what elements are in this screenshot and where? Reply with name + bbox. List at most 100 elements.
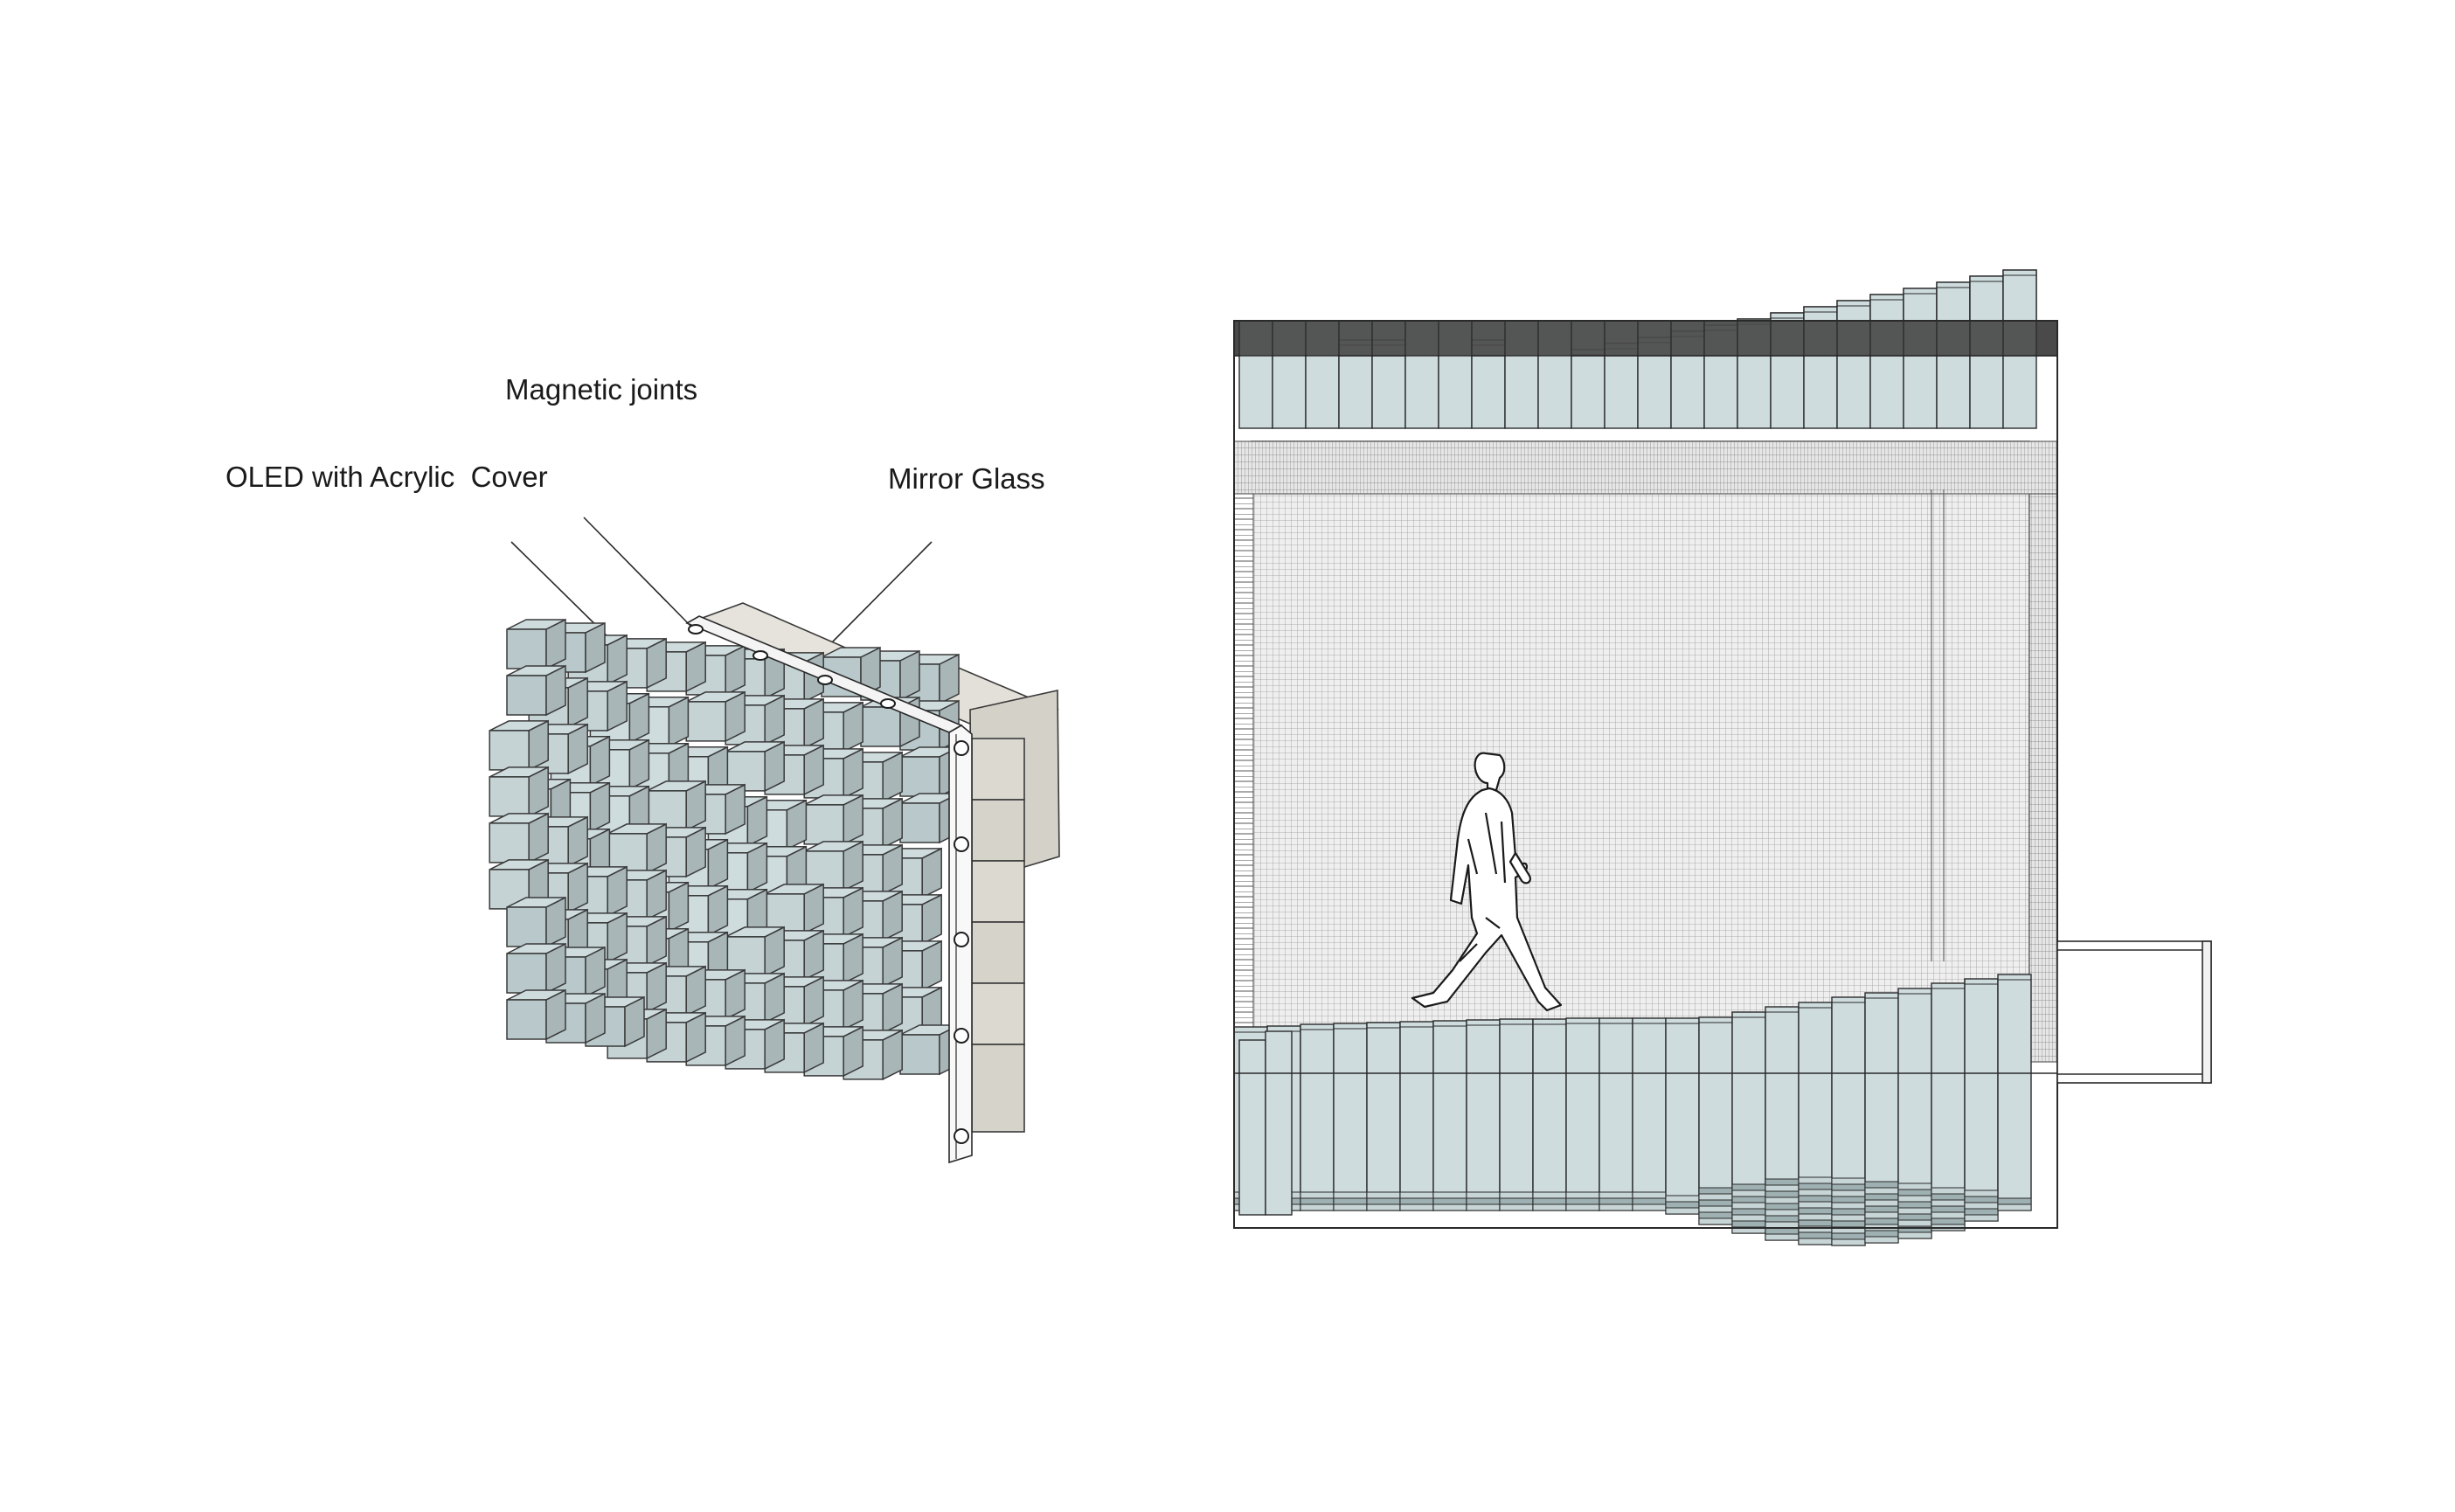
- cube-front: [489, 730, 530, 771]
- floor-panel: [1665, 1017, 1700, 1215]
- cube-side: [803, 697, 824, 750]
- cube-side: [585, 946, 606, 998]
- cube-side: [764, 972, 785, 1024]
- cube-side: [725, 1015, 746, 1067]
- floor-panel: [1432, 1020, 1467, 1211]
- cube-side: [746, 842, 768, 894]
- floor-panel: [1399, 1021, 1434, 1211]
- mirror-grid-wall: [1251, 440, 2030, 1067]
- floor-panel: [1599, 1017, 1633, 1211]
- cube-front: [489, 776, 530, 817]
- cube-side: [843, 747, 863, 800]
- cube-side: [764, 740, 785, 793]
- cube-side: [628, 692, 650, 745]
- cube-side: [725, 690, 746, 743]
- cube-side: [607, 912, 628, 964]
- cube-side: [707, 884, 729, 937]
- cube-side: [528, 812, 549, 864]
- magnetic-joint-icon: [688, 624, 969, 1144]
- walking-person-icon: [1411, 752, 1563, 1012]
- cube-front: [803, 804, 844, 845]
- cube-side: [567, 815, 588, 868]
- cube-side: [803, 744, 824, 796]
- ceiling-panels: [1233, 269, 2058, 429]
- cube-side: [882, 843, 903, 896]
- cube-side: [707, 838, 729, 891]
- cube-side: [882, 1029, 903, 1081]
- cube-side: [882, 797, 903, 850]
- cube-side: [803, 975, 824, 1028]
- label-mirror-glass: Mirror Glass: [888, 462, 1045, 495]
- leader-magnetic: [583, 517, 691, 627]
- cube-side: [567, 723, 588, 775]
- cube-side: [628, 739, 650, 791]
- cube-side: [545, 942, 566, 995]
- cube-side: [786, 799, 808, 851]
- cube-front: [506, 906, 547, 947]
- cube-side: [685, 965, 706, 1017]
- cube-side: [607, 680, 628, 732]
- cube-front: [899, 1034, 940, 1075]
- floor-panel: [1466, 1019, 1501, 1211]
- cube-side: [803, 929, 824, 981]
- cube-side: [725, 968, 746, 1021]
- cube-side: [882, 890, 903, 942]
- floor-panel: [1997, 974, 2032, 1211]
- cube-side: [939, 653, 960, 705]
- cube-side: [882, 751, 903, 803]
- cube-side: [843, 1025, 863, 1078]
- grid-right-strip: [2028, 440, 2058, 1063]
- cube-front: [506, 675, 547, 716]
- cube-side: [646, 869, 667, 921]
- section-frame: [1233, 320, 2058, 1229]
- cube-front: [506, 999, 547, 1040]
- grid-top-strip: [1233, 440, 2058, 495]
- cube-side: [921, 940, 942, 992]
- cube-side: [589, 781, 611, 834]
- cube-side: [646, 915, 667, 968]
- cube-side: [567, 862, 588, 914]
- floor-panel: [1632, 1017, 1667, 1211]
- cube-side: [646, 637, 667, 690]
- cube-side: [585, 621, 606, 674]
- cube-side: [725, 644, 746, 697]
- cube-side: [585, 992, 606, 1044]
- cube-side: [685, 641, 706, 693]
- floor-panel: [1366, 1022, 1401, 1211]
- cube-front: [860, 706, 901, 747]
- floor-left-steps: [1238, 1030, 1293, 1216]
- cube-side: [545, 988, 566, 1041]
- cube-side: [843, 886, 863, 939]
- cube-side: [803, 1022, 824, 1074]
- cube-side: [646, 961, 667, 1014]
- cube-side: [843, 701, 863, 753]
- cube-side: [685, 1011, 706, 1064]
- cube-side: [567, 676, 588, 729]
- section-elevation: [1233, 269, 2212, 1246]
- cube-side: [685, 780, 706, 832]
- mirror-face: [971, 738, 1025, 1133]
- cube-side: [803, 883, 824, 935]
- cube-front: [489, 869, 530, 910]
- top-dark-band-overlay: [1233, 320, 2058, 357]
- cube-side: [843, 840, 863, 892]
- cube-front: [685, 701, 726, 742]
- cube-front: [489, 822, 530, 864]
- cube-side: [843, 933, 863, 985]
- floor-panel: [1964, 978, 1999, 1222]
- magnetic-joint-rail: [685, 615, 973, 1164]
- cube-side: [746, 795, 768, 848]
- cube-side: [764, 926, 785, 978]
- exploded-axonometric: Magnetic joints OLED with Acrylic Cover …: [225, 373, 1060, 1164]
- floor-panel: [1333, 1023, 1368, 1211]
- cube-side: [764, 694, 785, 746]
- cube-side: [545, 618, 566, 670]
- cube-side: [589, 735, 611, 787]
- cube-side: [646, 822, 667, 875]
- cube-side: [624, 995, 645, 1048]
- cube-side: [668, 696, 690, 748]
- cube-side: [921, 847, 942, 899]
- cube-front: [899, 802, 940, 843]
- cube-side: [545, 896, 566, 948]
- cube-side: [607, 634, 628, 686]
